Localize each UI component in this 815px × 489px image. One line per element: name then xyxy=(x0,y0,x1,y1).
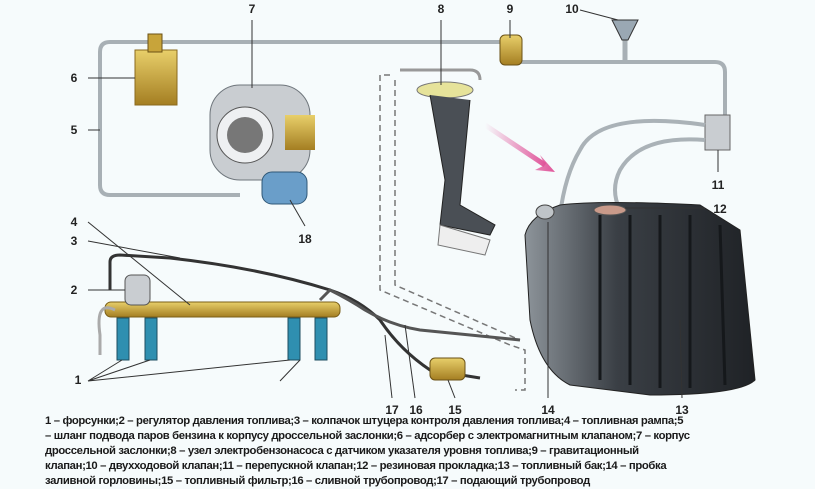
label-11: 11 xyxy=(711,178,725,192)
fuel-pump-module xyxy=(400,68,496,256)
label-13: 13 xyxy=(675,403,689,417)
gravity-valve xyxy=(499,34,523,66)
filler-cap xyxy=(535,204,555,220)
adsorber xyxy=(134,49,178,106)
top-pipe xyxy=(160,40,727,115)
label-17: 17 xyxy=(385,403,399,417)
label-8: 8 xyxy=(437,2,445,16)
label-12: 12 xyxy=(713,202,727,216)
rubber-gasket xyxy=(593,204,627,216)
two-way-valve xyxy=(611,19,639,41)
caption-line: 1 – форсунки;2 – регулятор давления топл… xyxy=(45,415,684,427)
label-1: 1 xyxy=(74,373,82,387)
caption-line: клапан;10 – двухходовой клапан;11 – пере… xyxy=(45,460,667,472)
figure-caption: 1 – форсунки;2 – регулятор давления топл… xyxy=(45,414,805,489)
label-4: 4 xyxy=(70,215,78,229)
label-14: 14 xyxy=(541,403,555,417)
label-16: 16 xyxy=(409,403,423,417)
label-7: 7 xyxy=(248,2,256,16)
label-10: 10 xyxy=(565,2,579,16)
vapour-hose xyxy=(98,40,240,197)
label-2: 2 xyxy=(70,283,78,297)
return-line xyxy=(318,288,521,342)
caption-line: заливной горловины;15 – топливный фильтр… xyxy=(45,475,590,487)
label-6: 6 xyxy=(70,71,78,85)
fuel-tank xyxy=(524,202,756,396)
fuel-filter xyxy=(429,357,466,381)
label-15: 15 xyxy=(448,403,462,417)
label-5: 5 xyxy=(70,123,78,137)
supply-line xyxy=(108,253,481,380)
injectors xyxy=(116,317,328,361)
label-3: 3 xyxy=(70,234,78,248)
label-18: 18 xyxy=(298,232,312,246)
caption-line: дроссельной заслонки;8 – узел электробен… xyxy=(45,445,639,457)
caption-line: – шланг подвода паров бензина к корпусу … xyxy=(45,430,690,442)
bypass-valve xyxy=(704,114,731,151)
throttle-body xyxy=(209,84,315,205)
pressure-regulator xyxy=(124,274,151,306)
direction-arrow xyxy=(485,125,555,172)
label-9: 9 xyxy=(506,2,514,16)
